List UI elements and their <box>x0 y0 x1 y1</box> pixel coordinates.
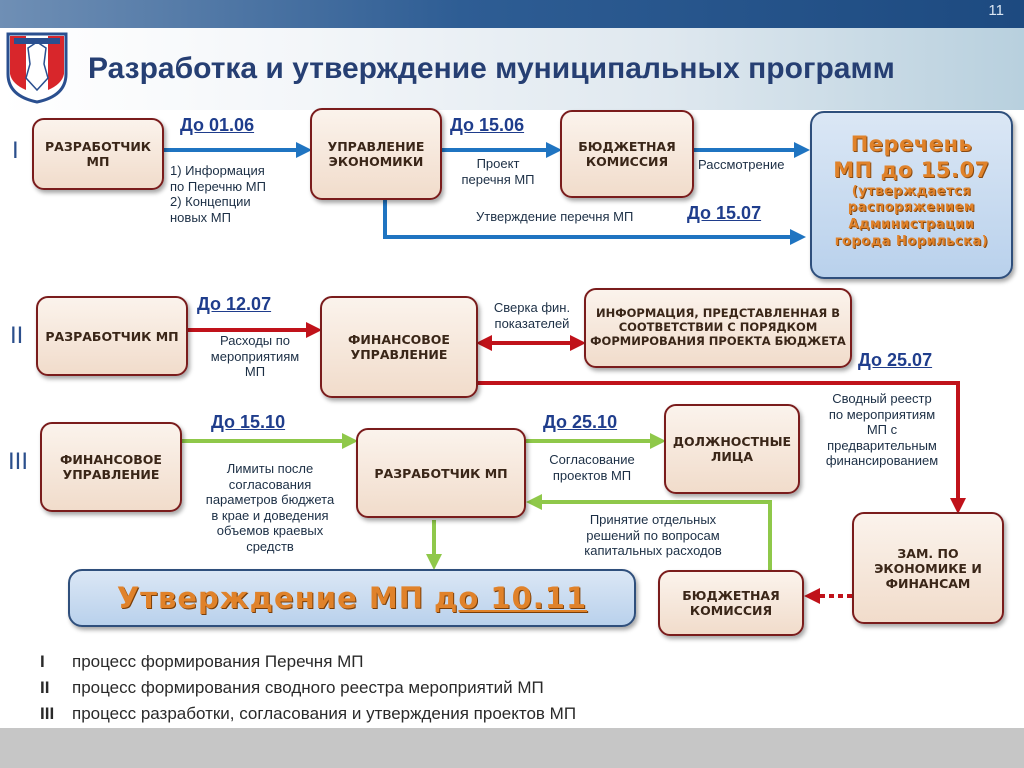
row-marker-2: II <box>10 322 24 349</box>
box-line: КОМИССИЯ <box>585 154 669 169</box>
box-line: СООТВЕТСТВИИ С ПОРЯДКОМ <box>618 320 818 335</box>
perechen-date: МП до 15.07 <box>833 158 990 183</box>
legend-row-2: II процесс формирования сводного реестра … <box>40 678 544 698</box>
box-line: ИНФОРМАЦИЯ, ПРЕДСТАВЛЕННАЯ В <box>595 306 840 321</box>
date-1506: До 15.06 <box>450 115 525 135</box>
perechen-note: распоряжением <box>847 200 976 216</box>
label-approve-list: Утверждение перечня МП <box>476 209 634 224</box>
arrow-economy-to-perechen <box>383 200 806 245</box>
legend-text: процесс формирования сводного реестра ме… <box>72 678 544 697</box>
box-perechen: Перечень МП до 15.07 (утверждается распо… <box>810 111 1013 279</box>
box-final-approval: Утверждение МП до 10.11 <box>68 569 636 627</box>
slide-number: 11 <box>988 2 1004 19</box>
box-line: ФОРМИРОВАНИЯ ПРОЕКТА БЮДЖЕТА <box>590 333 846 348</box>
box-line: ФИНАНСОВОЕ <box>60 452 162 467</box>
perechen-note: (утверждается <box>851 183 972 199</box>
row-marker-1: I <box>12 137 19 164</box>
box-line: УПРАВЛЕНИЕ <box>350 347 448 362</box>
legend-row-3: III процесс разработки, согласования и ут… <box>40 704 576 724</box>
box-line: ФИНАНСОВОЕ <box>348 332 450 347</box>
perechen-note: города Норильска) <box>834 234 989 250</box>
page-title: Разработка и утверждение муниципальных п… <box>88 52 895 85</box>
date-2510: До 25.10 <box>543 412 618 432</box>
label-reconcile: Сверка фин.показателей <box>493 300 571 331</box>
box-line: УПРАВЛЕНИЕ <box>62 467 160 482</box>
date-2507: До 25.07 <box>858 350 933 370</box>
box-line: РАЗРАБОТЧИК <box>44 139 151 154</box>
box-developer-2: РАЗРАБОТЧИК МП <box>36 296 188 376</box>
box-line: ФИНАНСАМ <box>885 575 971 591</box>
legend-text: процесс разработки, согласования и утвер… <box>72 704 577 723</box>
box-line: БЮДЖЕТНАЯ <box>682 588 780 603</box>
box-line: ЭКОНОМИКЕ И <box>874 560 982 576</box>
date-1207: До 12.07 <box>197 294 272 314</box>
label-review: Рассмотрение <box>698 157 785 172</box>
final-date: до 10.11 <box>433 581 588 615</box>
legend-mark: III <box>40 704 55 723</box>
legend-text: процесс формирования Перечня МП <box>72 652 364 671</box>
arrow-finance-to-deputy <box>478 381 966 514</box>
date-0106: До 01.06 <box>180 115 255 135</box>
row-marker-3: III <box>8 448 29 475</box>
bottom-bar <box>0 728 1024 768</box>
box-line: БЮДЖЕТНАЯ <box>578 139 676 154</box>
date-1510: До 15.10 <box>211 412 286 432</box>
legend-mark: I <box>40 652 45 671</box>
top-bar: 11 <box>0 0 1024 28</box>
box-line: КОМИССИЯ <box>689 603 773 618</box>
legend-mark: II <box>40 678 50 697</box>
final-text: Утверждение МП <box>116 581 424 615</box>
box-line: ДОЛЖНОСТНЫЕ <box>672 434 792 449</box>
box-line: ЗАМ. ПО <box>897 545 959 561</box>
date-1507: До 15.07 <box>687 203 762 223</box>
box-line: МП <box>86 154 110 169</box>
box-line: ЭКОНОМИКИ <box>328 154 424 169</box>
box-line: УПРАВЛЕНИЕ <box>327 139 425 154</box>
arrow-budget-to-dev3 <box>526 494 772 570</box>
city-crest-icon <box>6 32 68 104</box>
perechen-title: Перечень <box>850 132 973 156</box>
perechen-note: Администрации <box>848 217 975 233</box>
title-bar <box>0 28 1024 110</box>
box-developer-3: РАЗРАБОТЧИК МП <box>356 428 526 518</box>
box-line: ЛИЦА <box>710 449 754 464</box>
